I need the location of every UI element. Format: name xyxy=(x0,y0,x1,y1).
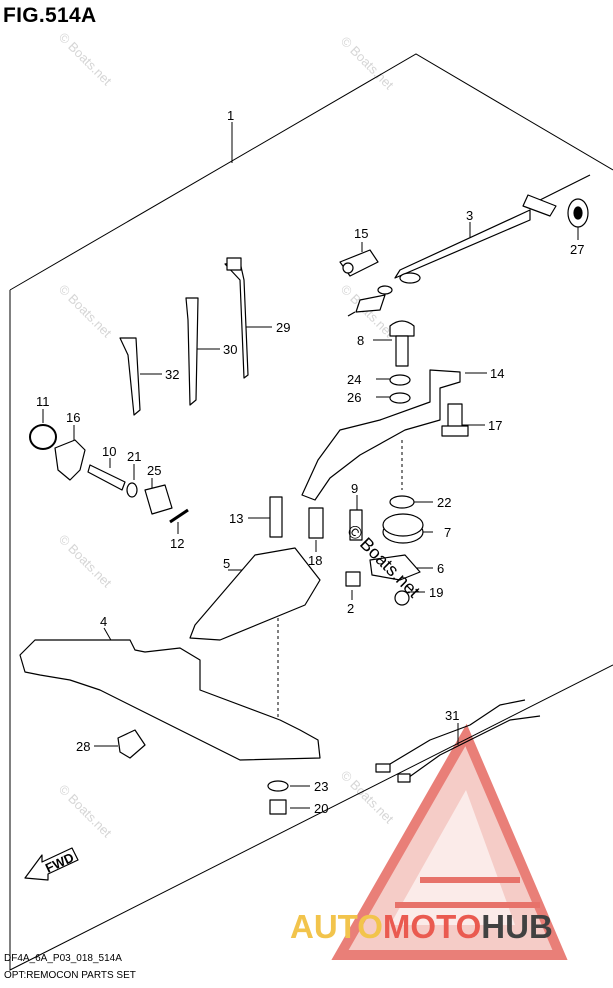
brand-part-hub: HUB xyxy=(481,908,553,945)
washer-part-24 xyxy=(389,374,411,386)
pin-part-10 xyxy=(87,464,126,491)
nut-part-20 xyxy=(269,799,287,815)
nut-part-2 xyxy=(345,571,361,587)
tie-part-32 xyxy=(119,337,141,416)
callout-13: 13 xyxy=(229,511,243,526)
brand-logo xyxy=(331,723,568,960)
callout-25: 25 xyxy=(147,463,161,478)
callout-20: 20 xyxy=(314,801,328,816)
arm-part-14 xyxy=(301,369,461,501)
callout-22: 22 xyxy=(437,495,451,510)
watermark-text: © Boats.net xyxy=(338,34,397,93)
callout-10: 10 xyxy=(102,444,116,459)
washer-part-26 xyxy=(389,392,411,404)
brand-text: AUTOMOTOHUB xyxy=(290,908,553,945)
harness-part-31 xyxy=(375,699,541,783)
washer-part-23 xyxy=(267,780,289,792)
callout-3: 3 xyxy=(466,208,473,223)
leader-lines xyxy=(42,122,579,809)
bolt-part-17 xyxy=(441,403,469,437)
callout-30: 30 xyxy=(223,342,237,357)
callout-16: 16 xyxy=(66,410,80,425)
washer-part-21 xyxy=(126,482,138,498)
bracket-part-5 xyxy=(189,547,321,641)
brand-part-auto: AUTO xyxy=(290,908,383,945)
callout-23: 23 xyxy=(314,779,328,794)
callout-12: 12 xyxy=(170,536,184,551)
figure-caption: OPT:REMOCON PARTS SET xyxy=(4,970,136,981)
clip-part-28 xyxy=(117,729,146,759)
nut-part-19 xyxy=(394,590,410,606)
grommet-part-27 xyxy=(567,198,589,228)
callout-6: 6 xyxy=(437,561,444,576)
callout-2: 2 xyxy=(347,601,354,616)
bolt-part-18 xyxy=(308,507,324,539)
callout-7: 7 xyxy=(444,525,451,540)
base-part-4 xyxy=(19,639,321,761)
part-16 xyxy=(54,439,86,481)
callout-32: 32 xyxy=(165,367,179,382)
bolt-part-13 xyxy=(269,496,283,538)
bushing-part-7 xyxy=(382,513,424,544)
callout-28: 28 xyxy=(76,739,90,754)
spring-pin-part-12 xyxy=(169,508,189,524)
washer-part-22 xyxy=(389,495,415,509)
watermark-text: © Boats.net xyxy=(56,282,115,341)
tie-part-30 xyxy=(185,297,199,406)
watermark-text: © Boats.net xyxy=(56,30,115,89)
callout-4: 4 xyxy=(100,614,107,629)
callout-1: 1 xyxy=(227,108,234,123)
cable-part-3 xyxy=(347,174,591,317)
watermark-text: © Boats.net xyxy=(338,768,397,827)
callout-labels: 1 2 3 4 5 6 7 8 9 10 11 12 13 14 15 16 1… xyxy=(36,108,584,816)
callout-29: 29 xyxy=(276,320,290,335)
sleeve-part-25 xyxy=(144,484,173,515)
figure-title: FIG.514A xyxy=(3,4,97,27)
fwd-label: FWD xyxy=(43,850,76,876)
figure-code: DF4A_6A_P03_018_514A xyxy=(4,953,122,964)
callout-11: 11 xyxy=(36,394,50,409)
bolt-part-9 xyxy=(349,509,363,541)
plate-part-6 xyxy=(369,554,421,581)
parts xyxy=(19,174,591,881)
tie-part-29 xyxy=(224,257,249,379)
assembly-box xyxy=(9,53,613,971)
clip-part-15 xyxy=(339,249,379,277)
callout-8: 8 xyxy=(357,333,364,348)
callout-31: 31 xyxy=(445,708,459,723)
callout-19: 19 xyxy=(429,585,443,600)
fwd-arrow-icon xyxy=(24,847,79,881)
callout-24: 24 xyxy=(347,372,361,387)
bolt-part-8 xyxy=(389,320,415,367)
watermark-text: © Boats.net xyxy=(56,532,115,591)
callout-18: 18 xyxy=(308,553,322,568)
callout-26: 26 xyxy=(347,390,361,405)
watermark-text: © Boats.net xyxy=(56,782,115,841)
callout-5: 5 xyxy=(223,556,230,571)
callout-14: 14 xyxy=(490,366,504,381)
ring-part-11 xyxy=(29,424,57,450)
callout-21: 21 xyxy=(127,449,141,464)
callout-27: 27 xyxy=(570,242,584,257)
callout-15: 15 xyxy=(354,226,368,241)
callout-9: 9 xyxy=(351,481,358,496)
callout-17: 17 xyxy=(488,418,502,433)
brand-part-moto: MOTO xyxy=(383,908,481,945)
